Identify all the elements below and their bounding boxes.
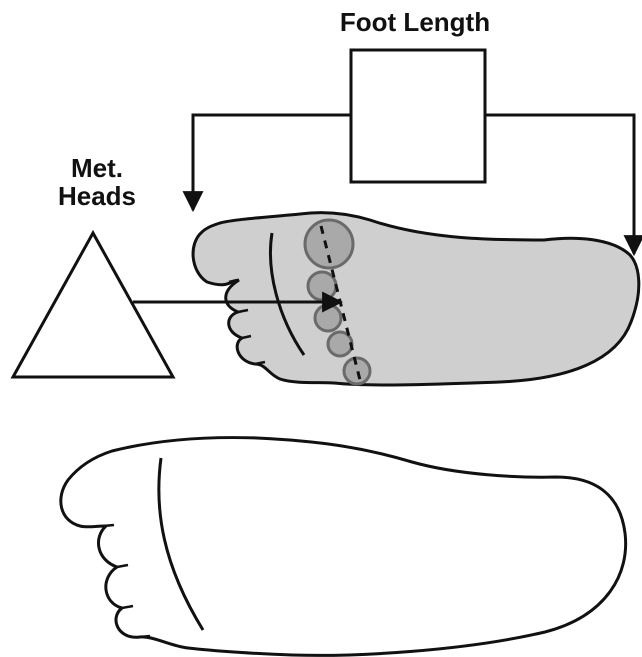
met-head-circle [315,305,341,331]
met-head-circle [308,272,336,300]
met-head-circle [344,358,370,384]
bottom-foot-outline [61,438,626,656]
right-bracket-line [485,115,634,254]
foot-length-square-icon [351,50,485,182]
met-heads-triangle-icon [13,233,173,377]
top-foot-outline [193,213,639,385]
left-bracket-line [193,115,351,210]
